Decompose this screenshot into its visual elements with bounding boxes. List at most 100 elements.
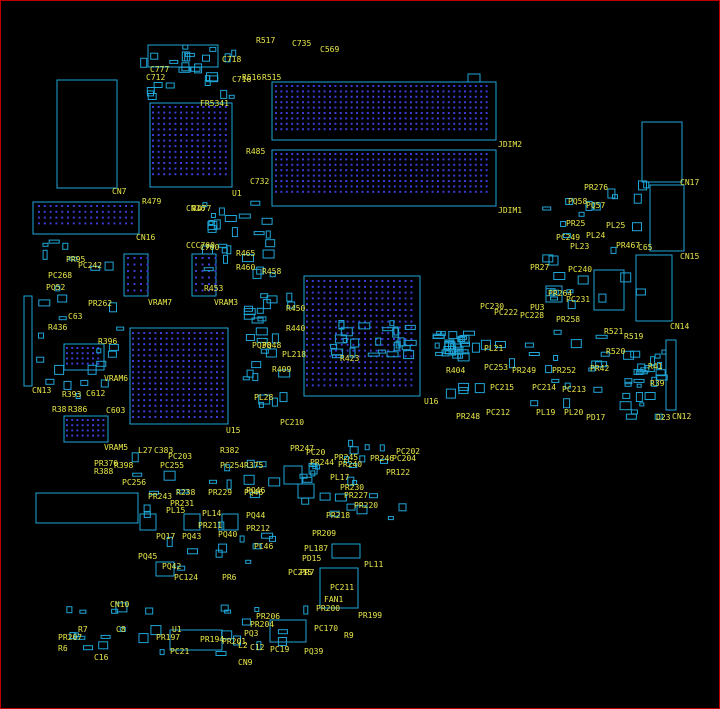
solder-pad xyxy=(296,174,299,177)
solder-pad xyxy=(208,122,210,125)
solder-pad xyxy=(404,180,407,182)
solder-pad xyxy=(323,314,326,317)
component-label: PC253 xyxy=(484,363,508,372)
solder-pad xyxy=(334,153,337,155)
component-label: VRAM3 xyxy=(214,298,238,307)
solder-pad xyxy=(160,371,162,374)
solder-pad xyxy=(464,180,466,182)
solder-pad xyxy=(191,111,194,114)
solder-pad xyxy=(216,360,218,362)
solder-pad xyxy=(350,101,353,104)
solder-pad xyxy=(193,393,196,396)
solder-pad xyxy=(329,349,332,352)
solder-pad xyxy=(361,169,364,172)
solder-pad xyxy=(191,122,194,125)
passive-footprint xyxy=(258,401,264,408)
solder-pad xyxy=(280,122,283,125)
solder-pad xyxy=(71,352,74,355)
passive-footprint xyxy=(474,383,485,394)
solder-pad xyxy=(219,128,222,131)
solder-pad xyxy=(168,111,171,114)
solder-pad xyxy=(285,112,288,114)
solder-pad xyxy=(174,117,177,120)
passive-footprint xyxy=(260,348,269,354)
solder-pad xyxy=(291,101,294,104)
connector-outline xyxy=(169,629,223,651)
solder-pad xyxy=(372,85,375,87)
component-label: PR247 xyxy=(290,444,314,453)
solder-pad xyxy=(364,285,366,288)
solder-pad xyxy=(221,399,224,402)
component-label: U1 xyxy=(172,625,182,634)
solder-pad xyxy=(404,338,407,340)
passive-footprint xyxy=(346,503,356,511)
solder-pad xyxy=(311,367,314,369)
solder-pad xyxy=(437,180,439,182)
component-label: C732 xyxy=(250,177,269,186)
component-label: L2 xyxy=(238,641,248,650)
solder-pad xyxy=(377,169,380,172)
solder-pad xyxy=(410,332,413,335)
solder-pad xyxy=(191,139,194,142)
component-label: PC242 xyxy=(78,261,102,270)
solder-pad xyxy=(307,153,310,155)
solder-pad xyxy=(157,122,160,125)
solder-pad xyxy=(154,348,157,351)
solder-pad xyxy=(375,309,378,311)
solder-pad xyxy=(335,285,337,288)
passive-footprint xyxy=(213,219,221,230)
passive-footprint xyxy=(220,604,229,612)
ic-outline xyxy=(593,269,625,311)
solder-pad xyxy=(143,354,146,357)
passive-footprint xyxy=(570,339,582,349)
solder-pad xyxy=(474,158,477,161)
solder-pad xyxy=(420,180,423,182)
component-label: PR199 xyxy=(358,611,382,620)
solder-pad xyxy=(335,332,337,335)
solder-pad xyxy=(458,163,461,166)
solder-pad xyxy=(442,101,445,104)
solder-pad xyxy=(383,174,385,177)
solder-pad xyxy=(165,410,168,413)
solder-pad xyxy=(196,162,199,164)
solder-pad xyxy=(350,117,353,120)
component-label: PC212 xyxy=(486,408,510,417)
solder-pad xyxy=(204,376,207,379)
solder-pad xyxy=(426,163,429,166)
passive-footprint xyxy=(104,261,114,271)
passive-footprint xyxy=(108,343,119,351)
solder-pad xyxy=(329,101,331,104)
solder-pad xyxy=(377,117,380,120)
solder-pad xyxy=(393,163,396,166)
solder-pad xyxy=(458,112,461,114)
solder-pad xyxy=(458,153,461,155)
solder-pad xyxy=(381,332,384,335)
solder-pad xyxy=(381,285,384,288)
solder-pad xyxy=(107,222,110,225)
passive-footprint xyxy=(233,635,241,646)
solder-pad xyxy=(113,222,116,225)
passive-footprint xyxy=(150,52,159,60)
solder-pad xyxy=(369,378,372,381)
solder-pad xyxy=(312,122,315,125)
solder-pad xyxy=(92,357,94,360)
solder-pad xyxy=(329,180,331,182)
solder-pad xyxy=(71,347,74,349)
solder-pad xyxy=(393,190,396,193)
passive-footprint xyxy=(643,181,650,189)
solder-pad xyxy=(464,190,466,193)
solder-pad xyxy=(216,337,218,340)
solder-pad xyxy=(410,297,413,300)
solder-pad xyxy=(404,101,407,104)
solder-pad xyxy=(143,410,146,413)
solder-pad xyxy=(469,180,472,182)
solder-pad xyxy=(453,190,456,193)
solder-pad xyxy=(96,205,98,207)
solder-pad xyxy=(312,85,315,87)
passive-footprint xyxy=(623,350,635,360)
solder-pad xyxy=(84,222,87,225)
solder-pad xyxy=(356,112,358,114)
solder-pad xyxy=(67,205,69,207)
passive-footprint xyxy=(166,536,173,547)
passive-footprint xyxy=(210,213,216,218)
